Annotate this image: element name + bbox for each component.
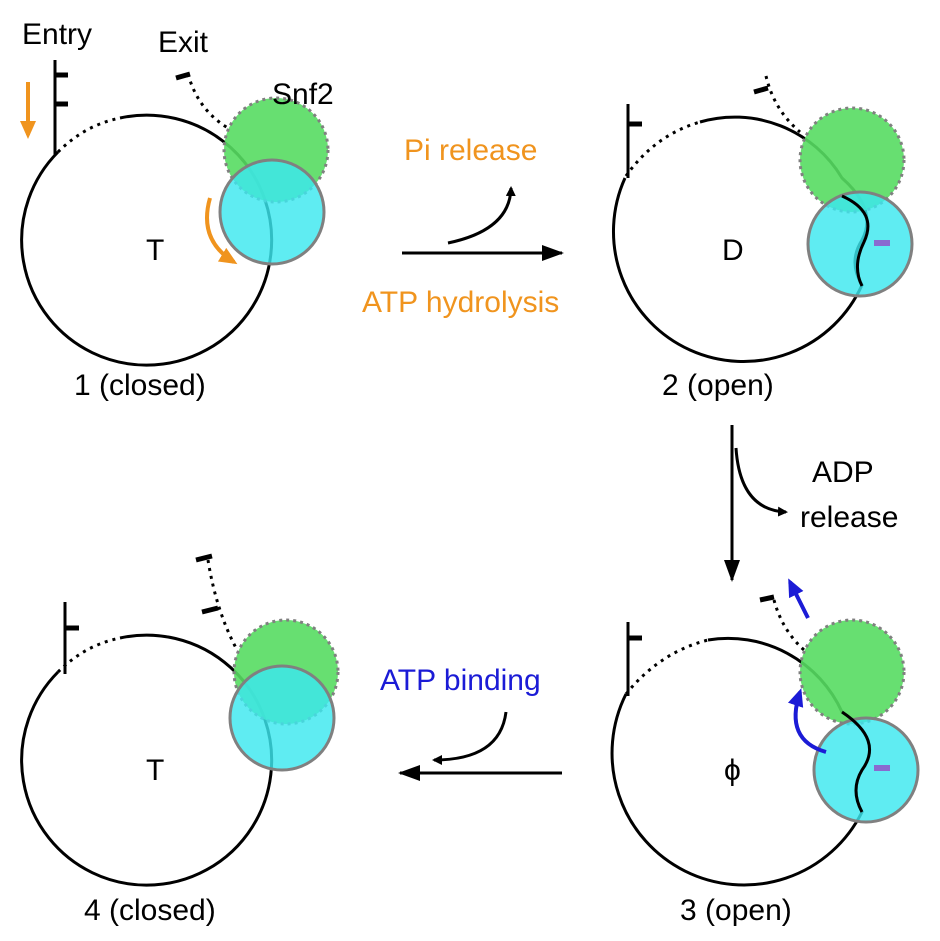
release-label: release	[800, 501, 898, 534]
transition-1-2: Pi release ATP hydrolysis	[362, 134, 564, 319]
atp-binding-label: ATP binding	[380, 664, 541, 697]
snf2-cyan-lobe-3	[812, 716, 920, 824]
state-caption-3: 3 (open)	[680, 894, 792, 927]
state-3-group: ϕ 3 (open)	[610, 578, 920, 927]
transition-2-3: ADP release	[724, 425, 898, 582]
dna-bulge-3	[841, 710, 872, 813]
state-4-group: T 4 (closed)	[20, 553, 340, 927]
transition-3-4: ATP binding	[380, 664, 562, 781]
adp-label: ADP	[812, 456, 874, 489]
state-symbol-1: T	[146, 234, 164, 267]
entry-dna-gap-2	[624, 120, 701, 177]
state-caption-1: 1 (closed)	[74, 369, 206, 402]
atp-binding-branch-arrow	[432, 711, 508, 765]
rotation-orange-arrow	[205, 197, 238, 265]
exit-dna-tick-3	[759, 594, 775, 603]
pi-release-label: Pi release	[404, 134, 537, 167]
entry-dna-gap-3	[624, 638, 709, 695]
exit-label: Exit	[158, 26, 209, 59]
state-2-group: D 2 (open)	[611, 75, 914, 402]
exit-dna-tick-2	[753, 85, 769, 95]
exit-dna-4	[206, 559, 238, 649]
snf2-green-lobe-3	[798, 618, 906, 726]
state-symbol-3: ϕ	[724, 754, 741, 787]
pi-release-branch-arrow	[447, 186, 516, 245]
exit-dna-1	[186, 73, 229, 130]
exit-dna-tick-1	[175, 71, 191, 81]
state-symbol-4: T	[146, 754, 164, 787]
snf2-cyan-lobe-1	[218, 158, 326, 266]
entry-label: Entry	[22, 18, 92, 51]
snf2-cyan-lobe-2	[806, 190, 914, 298]
exit-dna-2	[764, 75, 801, 134]
snf2-cyan-lobe-4	[228, 664, 336, 772]
exit-blue-arrow	[788, 578, 810, 619]
atp-hydrolysis-label: ATP hydrolysis	[362, 286, 559, 319]
snf2-green-lobe-2	[798, 106, 906, 214]
adp-release-branch-arrow	[734, 447, 788, 517]
exit-dna-tick-4b	[201, 605, 219, 615]
snf2-label: Snf2	[272, 78, 334, 111]
state-caption-2: 2 (open)	[662, 369, 774, 402]
dna-bulge-2	[841, 194, 870, 287]
state-symbol-2: D	[722, 234, 744, 267]
exit-dna-tick-4a	[195, 553, 213, 563]
state-1-group: Entry Exit Snf2 T 1 (closed)	[20, 18, 334, 402]
bulge-blue-arrow	[787, 688, 827, 754]
exit-dna-3	[772, 599, 806, 652]
entry-dna-gap-1	[56, 116, 121, 154]
nucleosome-body-4	[20, 633, 274, 887]
entry-dna-gap-4	[56, 636, 121, 674]
state-caption-4: 4 (closed)	[84, 894, 216, 927]
